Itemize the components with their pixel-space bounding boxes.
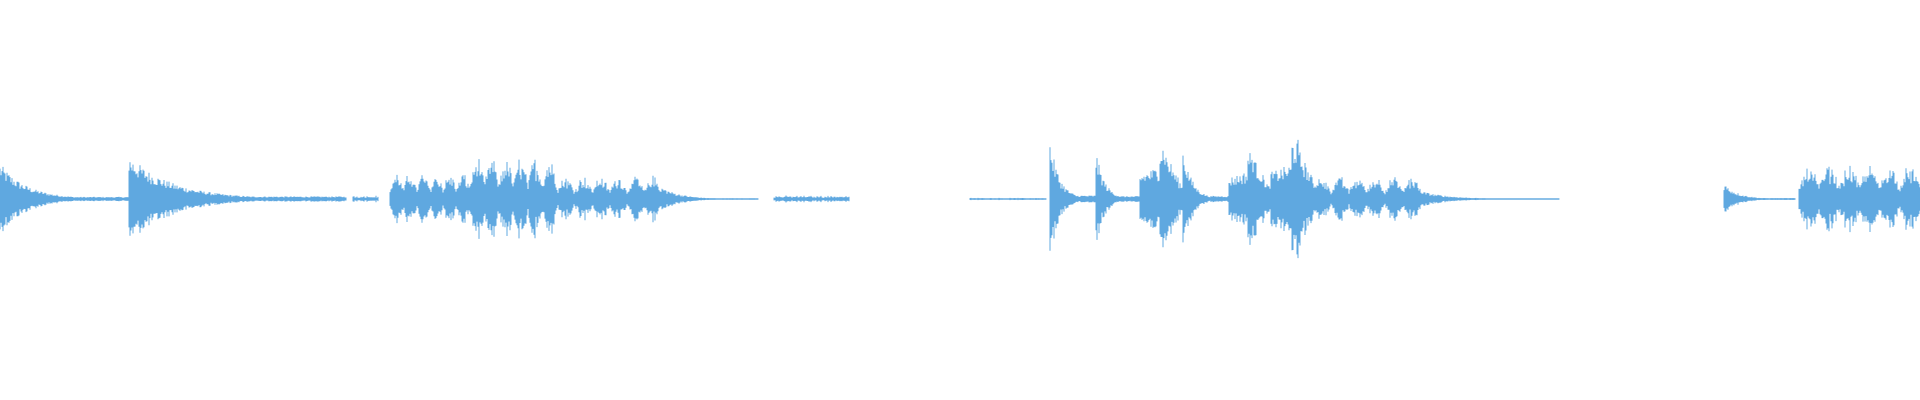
waveform-path-group	[0, 139, 1920, 259]
